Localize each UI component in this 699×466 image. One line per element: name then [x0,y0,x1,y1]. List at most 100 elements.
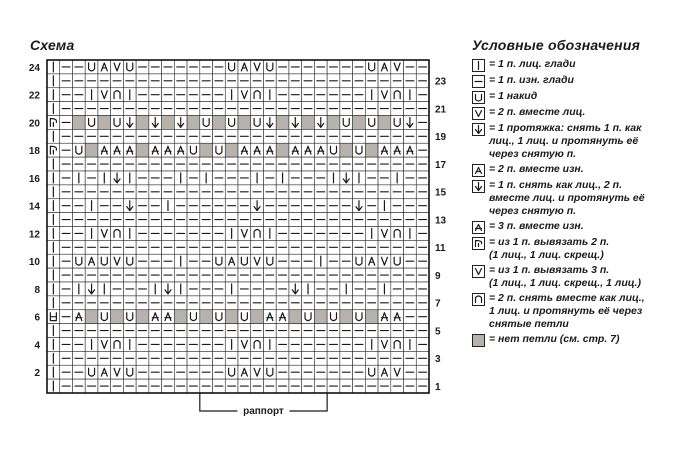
chart-cell [212,184,226,200]
legend-line: лиц., 1 лиц. и протянуть её [489,135,639,147]
chart-cell [237,323,252,338]
chart-cell [110,253,124,269]
chart-cell [110,142,124,158]
chart-cell [84,87,99,102]
chart-cell [250,240,264,255]
inc-3-from-1-icon [472,265,485,278]
chart-cell [275,198,290,213]
legend-title: Условные обозначения [472,37,641,53]
chart-cell [161,226,175,241]
chart-cell [326,156,341,172]
chart-cell [199,337,213,352]
chart-cell [161,351,175,366]
chart-cell [326,198,341,213]
chart-cell [250,226,264,241]
chart-cell [326,101,341,116]
chart-cell [110,240,124,255]
chart-cell [186,156,201,172]
chart-cell [46,184,61,200]
chart-cell [263,295,277,311]
chart-cell [288,364,302,380]
chart-cell [365,170,379,186]
chart-cell [415,253,430,269]
chart-cell [301,267,315,283]
chart-cell [123,115,137,130]
chart-cell [97,267,111,283]
chart-cell [301,364,315,380]
chart-cell [275,226,290,241]
chart-cell [72,378,86,394]
chart-cell [365,129,379,144]
chart-cell [339,253,353,269]
chart-cell [59,170,73,186]
chart-cell [263,212,277,227]
rapport-label: раппорт [243,406,284,417]
chart-cell [161,309,175,324]
chart-cell [275,142,290,158]
chart-cell [403,295,417,311]
chart-cell [301,337,315,352]
chart-cell [110,351,124,366]
row-number-left: 20 [29,118,41,129]
chart-cell [46,212,61,227]
chart-cell [110,267,124,283]
chart-cell [326,267,341,283]
chart-cell [403,212,417,227]
chart-cell [212,212,226,227]
chart-cell [110,323,124,338]
chart-cell [301,184,315,200]
legend-text: = 1 п. изн. глади [489,74,574,87]
chart-cell [390,87,404,102]
chart-cell [326,129,341,144]
chart-cell [250,364,264,380]
chart-cell [352,198,366,213]
chart-cell [250,337,264,352]
chart-cell [390,101,404,116]
chart-cell [97,170,111,186]
chart-cell [199,115,213,130]
chart-cell [352,142,366,158]
chart-cell [199,212,213,227]
chart-cell [212,142,226,158]
chart-cell [72,156,86,172]
chart-cell [288,101,302,116]
chart-cell [110,170,124,186]
chart-cell [390,198,404,213]
chart-cell [72,309,86,324]
chart-cell [224,337,239,352]
chart-cell [288,156,302,172]
chart-cell [174,156,188,172]
chart-cell [84,309,99,324]
chart-cell [84,337,99,352]
chart-cell [148,351,162,366]
chart-cell [186,87,201,102]
chart-cell [250,129,264,144]
chart-cell [365,309,379,324]
chart-cell [84,253,99,269]
chart-cell [161,156,175,172]
chart-cell [186,198,201,213]
chart-cell [365,226,379,241]
chart-cell [275,281,290,297]
chart-cell [403,115,417,130]
chart-cell [97,337,111,352]
chart-cell [199,351,213,366]
legend-item: = из 1 п. вывязать 2 п.(1 лиц., 1 лиц. с… [472,236,694,262]
chart-cell [148,240,162,255]
chart-cell [237,378,252,394]
chart-cell [415,184,430,200]
chart-cell [123,198,137,213]
chart-cell [212,129,226,144]
chart-cell [72,364,86,380]
chart-cell [390,323,404,338]
chart-cell [263,184,277,200]
chart-cell [377,101,392,116]
chart-cell [288,73,302,89]
chart-cell [174,351,188,366]
chart-cell [135,295,150,311]
chart-cell [237,267,252,283]
chart-cell [263,337,277,352]
chart-cell [314,309,328,324]
chart-cell [365,295,379,311]
chart-cell [275,115,290,130]
